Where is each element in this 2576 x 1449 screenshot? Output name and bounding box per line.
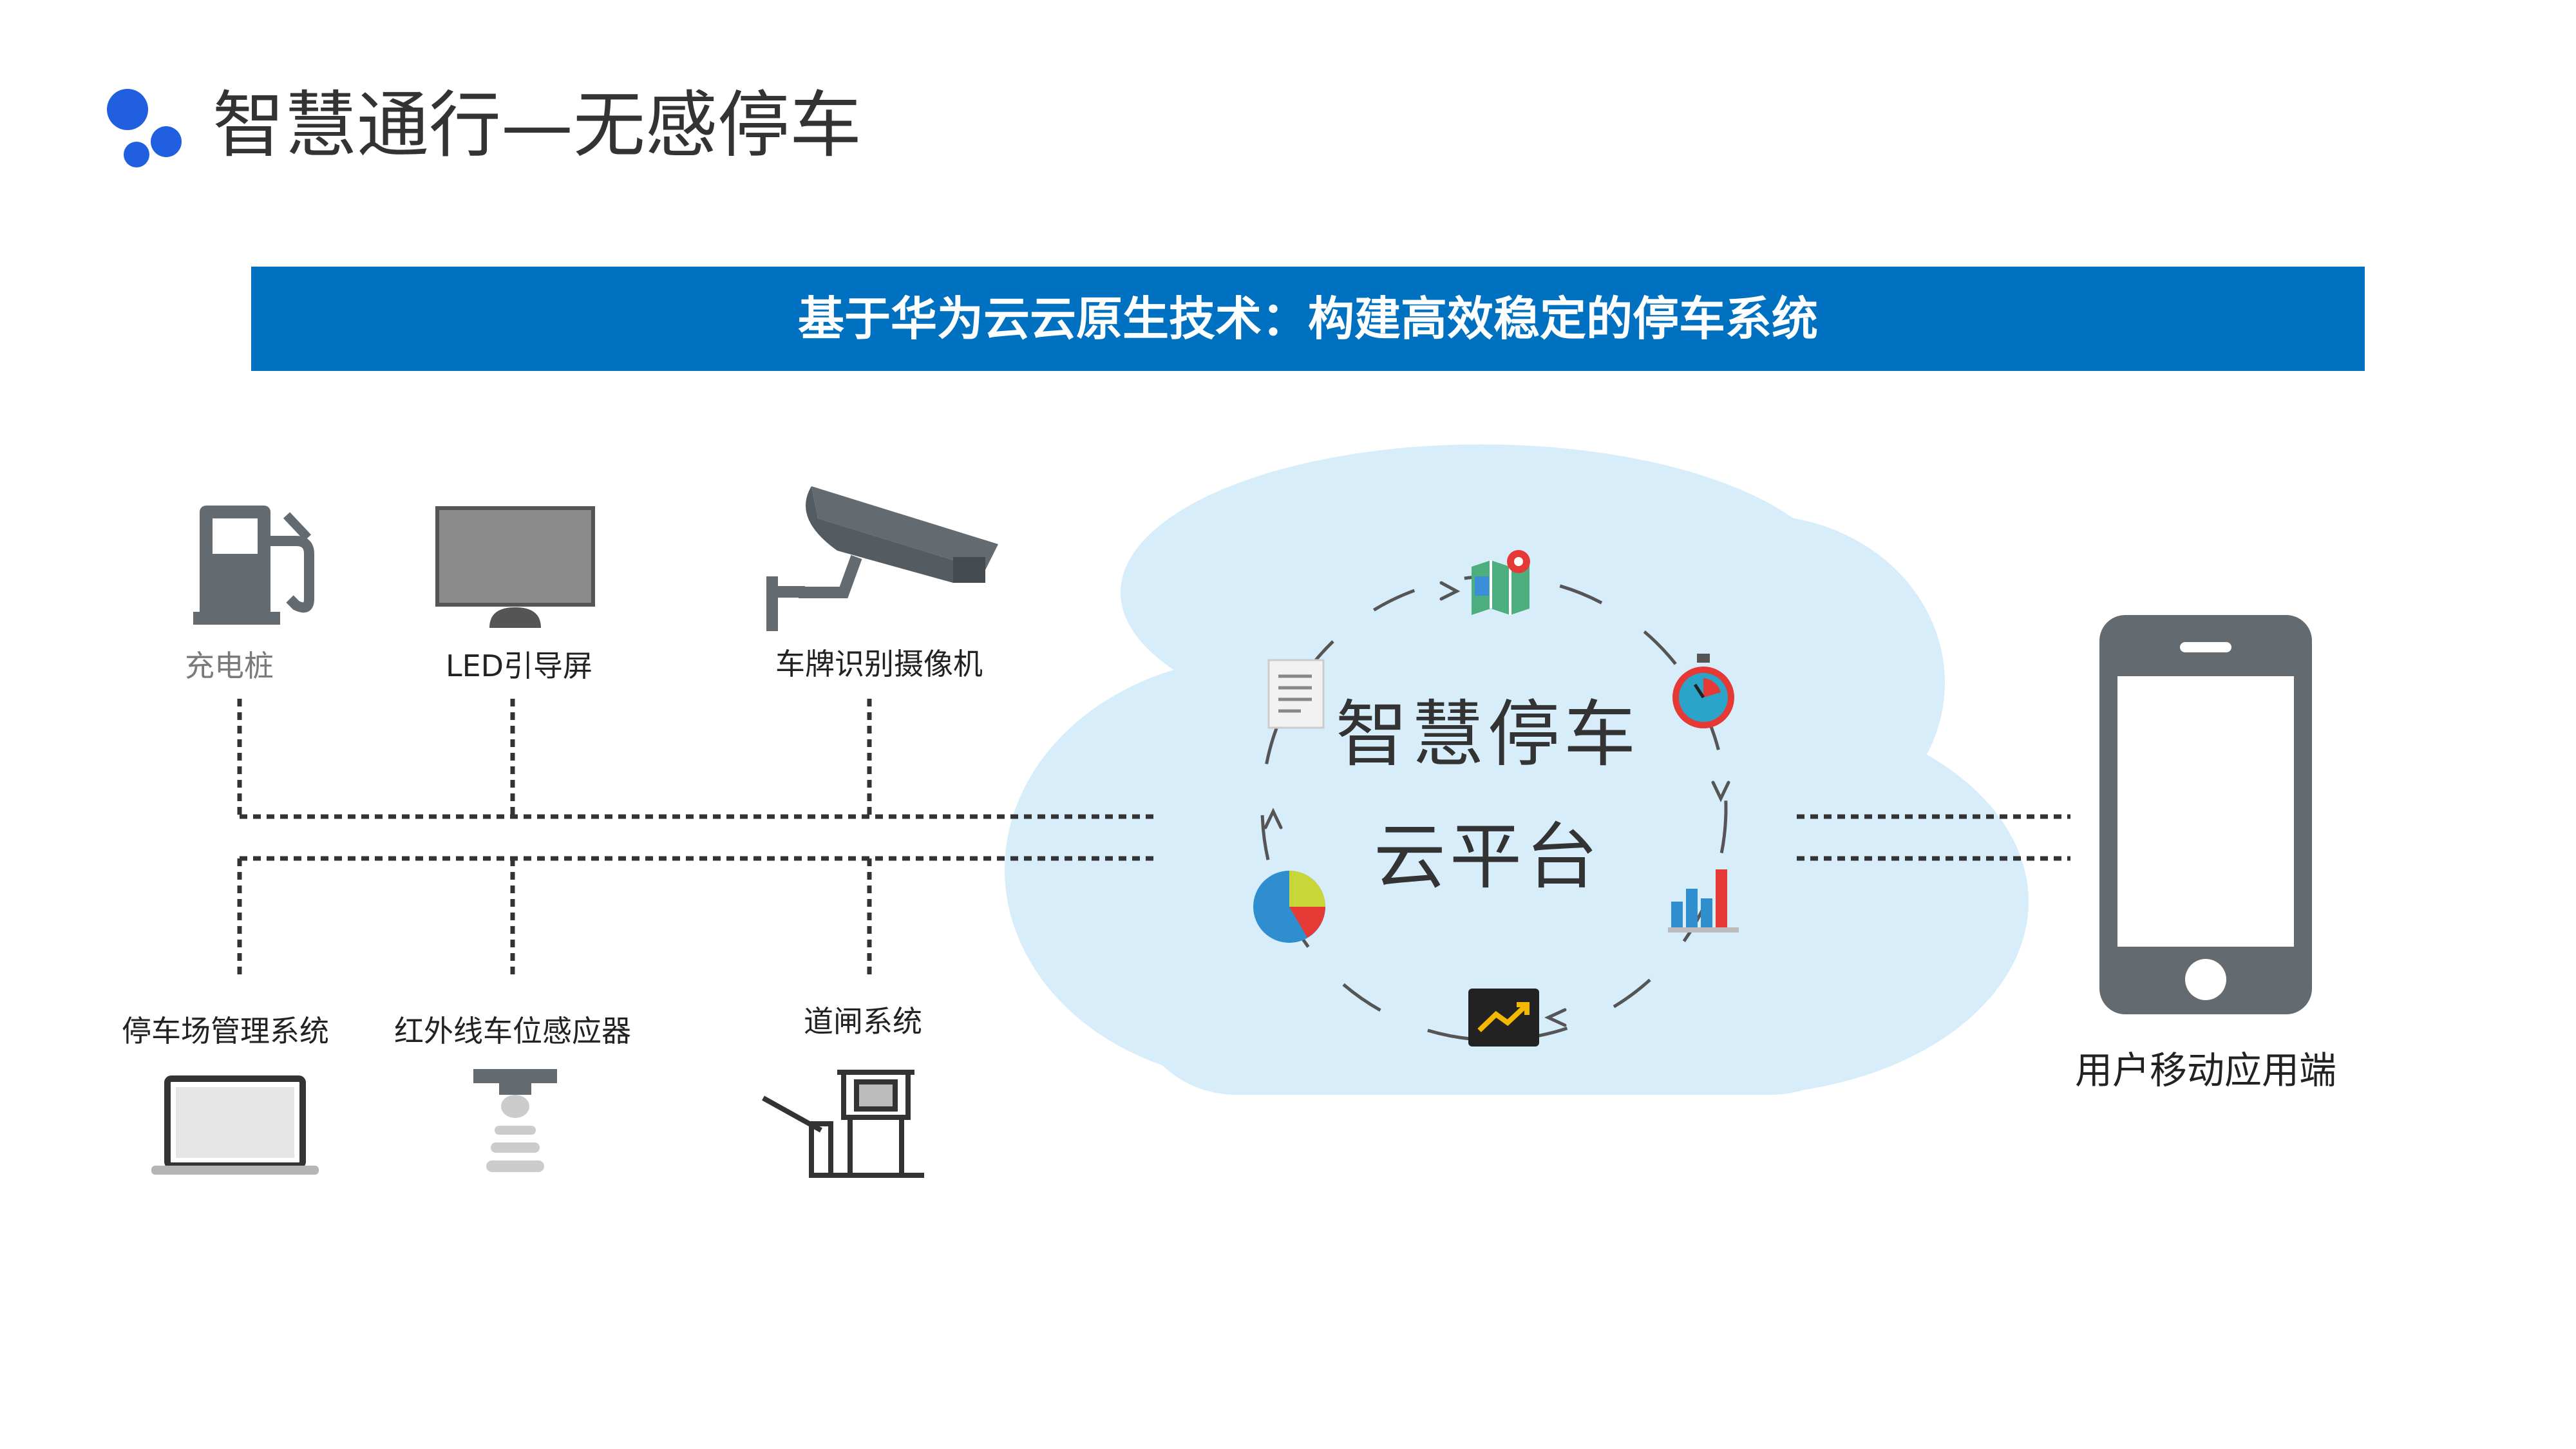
- bar-chart-icon: [1668, 869, 1739, 933]
- device-label-led: LED引导屏: [445, 649, 593, 683]
- barrier-gate-icon: [762, 1070, 924, 1178]
- stopwatch-icon: [1672, 654, 1734, 728]
- cycle-arrows: [1264, 581, 1730, 1027]
- led-monitor-icon: [435, 506, 595, 628]
- sensor-icon: [473, 1069, 557, 1172]
- cloud-title-line1: 智慧停车: [1336, 693, 1640, 777]
- trend-chart-icon: [1468, 989, 1539, 1046]
- connector-lines: [237, 699, 2070, 979]
- map-pin-icon: [1472, 550, 1530, 615]
- device-label-charger: 充电桩: [185, 649, 274, 683]
- device-label-camera: 车牌识别摄像机: [775, 647, 983, 681]
- laptop-icon: [151, 1075, 319, 1175]
- banner: 基于华为云云原生技术：构建高效稳定的停车系统: [251, 267, 2365, 371]
- brand-logo-icon: [107, 89, 182, 167]
- cctv-camera-icon: [766, 486, 998, 631]
- mobile-label: 用户移动应用端: [2074, 1048, 2337, 1092]
- fuel-pump-icon: [193, 506, 314, 625]
- device-label-infrared: 红外线车位感应器: [394, 1014, 631, 1048]
- page-title: 智慧通行—无感停车: [213, 84, 862, 167]
- smartphone-icon: [2099, 615, 2312, 1014]
- pie-chart-icon: [1253, 871, 1325, 943]
- device-label-barrier: 道闸系统: [804, 1004, 922, 1039]
- document-icon: [1267, 659, 1325, 729]
- device-label-parking-mgmt: 停车场管理系统: [122, 1014, 329, 1048]
- cloud-title-line2: 云平台: [1374, 815, 1602, 899]
